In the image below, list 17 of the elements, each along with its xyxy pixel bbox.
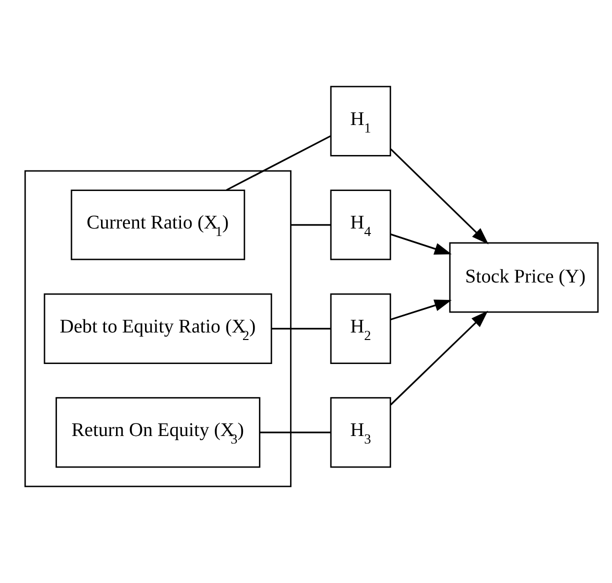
cluster	[24, 170, 292, 487]
connector	[260, 431, 331, 433]
node-box: H$_{1}$	[330, 85, 392, 156]
arrow	[390, 299, 452, 320]
arrow	[390, 233, 452, 254]
arrow	[390, 310, 488, 405]
node-box: Debt to Equity Ratio (X$_{2}$)	[44, 292, 272, 364]
connector	[272, 327, 331, 329]
node-box: H$_{4}$	[330, 189, 392, 260]
connector	[290, 224, 331, 226]
node-box: Return On Equity (X$_{3}$)	[56, 396, 260, 468]
connector	[226, 134, 331, 190]
node-box: Stock Price (Y)	[449, 242, 599, 312]
node-box: H$_{2}$	[330, 292, 392, 364]
arrow	[390, 148, 489, 244]
node-box: Current Ratio (X$_{1}$)	[70, 189, 246, 260]
node-box: H$_{3}$	[330, 396, 392, 468]
